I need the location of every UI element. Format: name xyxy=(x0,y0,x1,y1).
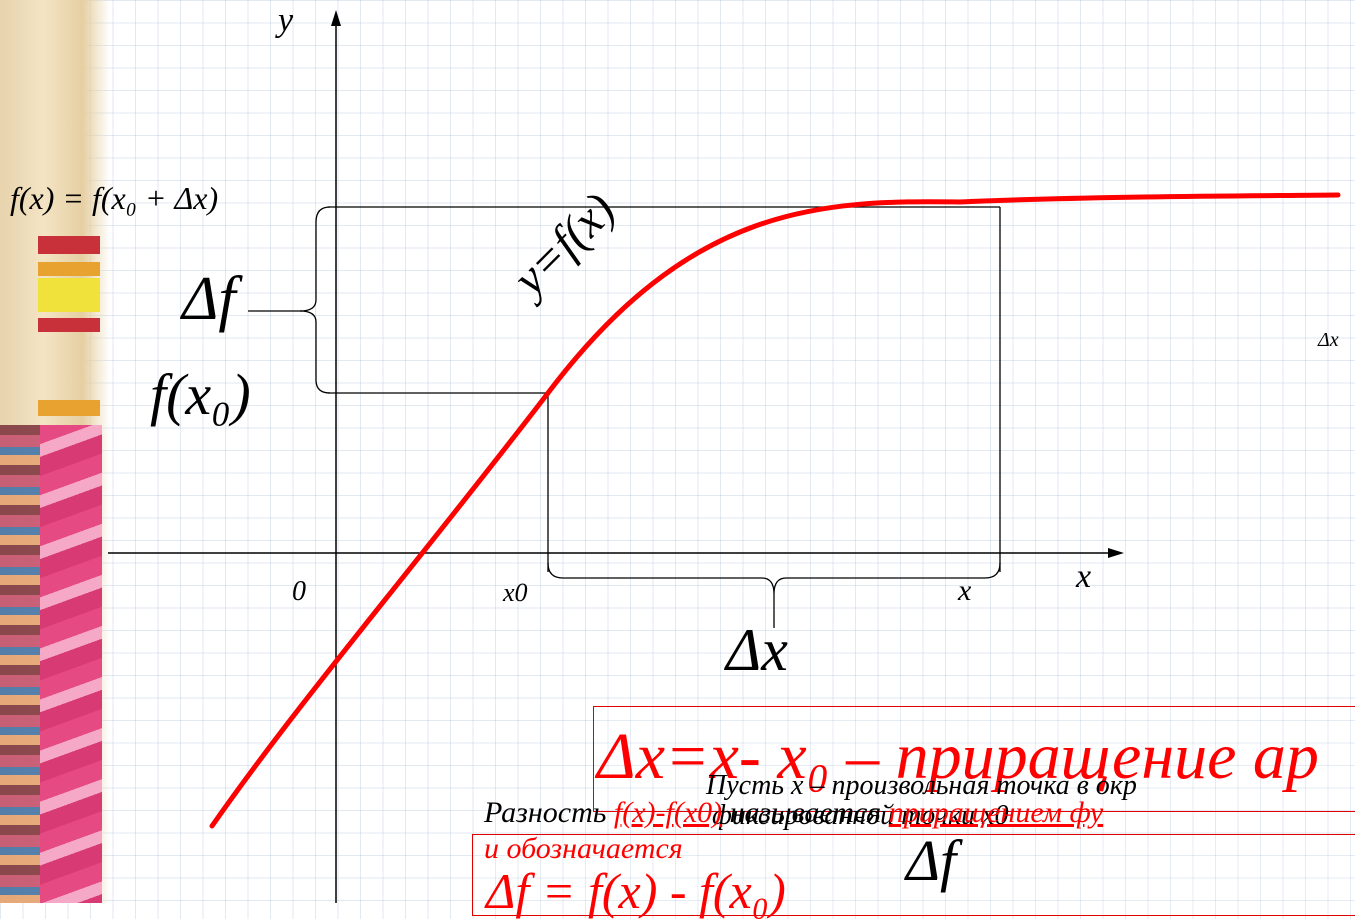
definition-line-2: фиксированной точки x0 xyxy=(712,800,1009,831)
difference-expression: f(x)-f(x0) xyxy=(613,796,723,829)
x-point-label: x xyxy=(958,574,972,607)
definition-line-1: Пусть x – произвольная точка в окр xyxy=(706,770,1137,801)
delta-x-definition: Δx=x- x₀ – приращение ар xyxy=(597,720,1319,793)
denoted-text: и обозначается xyxy=(484,832,683,865)
y-axis-arrow xyxy=(331,10,341,26)
denotation-box xyxy=(472,834,1355,916)
pencil-stripe xyxy=(38,262,100,276)
delta-f-formula: Δf = f(x) - f(x₀) xyxy=(486,863,786,919)
x0-point-label: x0 xyxy=(503,578,528,607)
delta-x-label: Δx xyxy=(726,617,788,683)
difference-term: приращением фу xyxy=(888,796,1104,829)
pencil-stripe xyxy=(38,318,100,332)
definition-box xyxy=(593,706,1355,812)
fx-full-label: f(x) = f(x₀ + Δx) xyxy=(10,180,219,216)
y-axis-label: y xyxy=(278,2,294,39)
function-curve xyxy=(209,192,1341,829)
delta-f-brace xyxy=(299,206,331,394)
delta-f-label: Δf xyxy=(182,265,236,333)
pencil-pink-wrap xyxy=(40,425,102,903)
pencil-stripe xyxy=(38,278,100,312)
right-edge-delta-x: Δx xyxy=(1318,329,1339,351)
x-axis-arrow xyxy=(1108,548,1124,558)
difference-lead: Разность xyxy=(484,796,614,829)
delta-f-symbol: Δf xyxy=(906,828,957,893)
difference-sentence: Разность f(x)-f(x0) называется приращени… xyxy=(484,798,1103,828)
f-x0-label: f(x₀) xyxy=(150,362,251,427)
delta-x-brace xyxy=(547,562,1001,595)
difference-called: называется xyxy=(722,796,889,829)
pencil-background-image xyxy=(0,0,110,903)
pencil-pattern xyxy=(0,425,46,903)
origin-label: 0 xyxy=(292,576,306,607)
x-axis-label: x xyxy=(1076,558,1092,595)
pencil-stripe xyxy=(38,400,100,416)
pencil-stripe xyxy=(38,236,100,254)
